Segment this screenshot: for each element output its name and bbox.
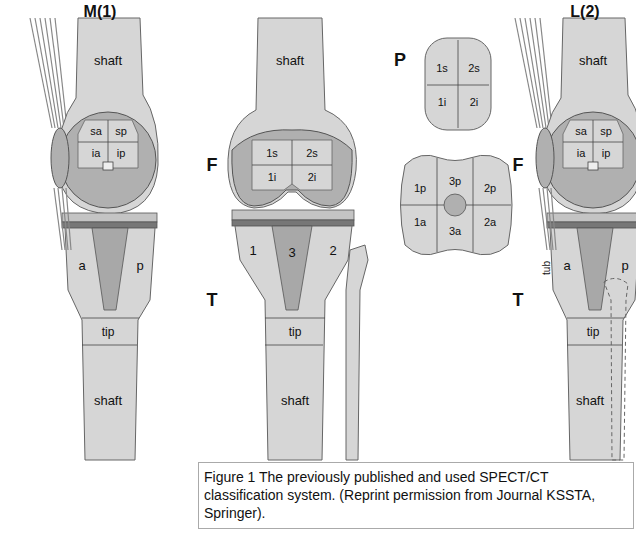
region-label: 3p: [449, 176, 461, 187]
region-label: 1: [249, 244, 256, 257]
view-label: L(2): [570, 4, 599, 20]
view-label: T: [513, 291, 524, 309]
region-label: shaft: [94, 394, 122, 407]
femur: [228, 18, 357, 208]
region-label: 2i: [470, 97, 479, 108]
region-label: tub: [542, 261, 552, 275]
region-label: a: [78, 259, 85, 272]
stem-section: [444, 194, 466, 216]
region-label: 1s: [266, 148, 278, 159]
region-label: 2a: [484, 217, 496, 228]
region-label: p: [621, 259, 628, 272]
femoral-component: [232, 130, 352, 206]
region-label: ia: [577, 148, 586, 159]
zone-line: [265, 318, 325, 319]
region-label: shaft: [576, 394, 604, 407]
region-label: 1s: [436, 63, 448, 74]
femoral-bone-zone: [252, 140, 332, 190]
figure-caption: Figure 1 The previously published and us…: [198, 462, 634, 529]
region-label: 2p: [484, 183, 496, 194]
region-label: 3a: [449, 226, 461, 237]
zone-line: [466, 205, 511, 206]
region-label: ia: [92, 148, 101, 159]
region-label: p: [136, 259, 143, 272]
tibial-stem: [272, 226, 312, 310]
region-label: ip: [117, 148, 126, 159]
zone-line: [458, 40, 459, 128]
region-label: 1p: [414, 183, 426, 194]
tibial-insert: [232, 210, 354, 220]
region-label: sp: [600, 126, 612, 137]
region-label: shaft: [94, 54, 122, 67]
region-label: shaft: [579, 54, 607, 67]
patella-axial: [425, 38, 491, 130]
region-label: 3: [288, 246, 295, 259]
tibial-plateau: [401, 155, 513, 255]
zone-line: [401, 205, 444, 206]
region-label: 2s: [306, 148, 318, 159]
medial-view: [30, 18, 158, 460]
zone-line: [292, 140, 293, 184]
region-label: a: [563, 259, 570, 272]
view-label: F: [513, 156, 524, 174]
fibula: [346, 245, 368, 460]
tibial-tray: [232, 220, 354, 226]
zone-line: [265, 345, 323, 346]
region-label: tip: [289, 326, 302, 338]
view-label: F: [207, 156, 218, 174]
region-label: sa: [575, 126, 587, 137]
region-label: 1i: [268, 172, 277, 183]
region-label: 1i: [438, 97, 447, 108]
zone-line: [252, 165, 332, 166]
region-label: 2s: [468, 63, 480, 74]
view-label: P: [394, 51, 406, 69]
fibula-dashed: [604, 278, 628, 460]
view-label: T: [207, 291, 218, 309]
region-label: shaft: [281, 394, 309, 407]
region-label: tip: [102, 326, 115, 338]
lateral-view: [515, 18, 636, 460]
view-label: M(1): [84, 4, 117, 20]
zone-line: [427, 85, 489, 86]
region-label: 2i: [308, 172, 317, 183]
region-label: sp: [115, 126, 127, 137]
region-label: tip: [587, 326, 600, 338]
region-label: 2: [329, 244, 336, 257]
region-label: sa: [90, 126, 102, 137]
region-label: ip: [602, 148, 611, 159]
region-label: shaft: [276, 54, 304, 67]
tibia: [235, 226, 352, 460]
region-label: 1a: [414, 217, 426, 228]
